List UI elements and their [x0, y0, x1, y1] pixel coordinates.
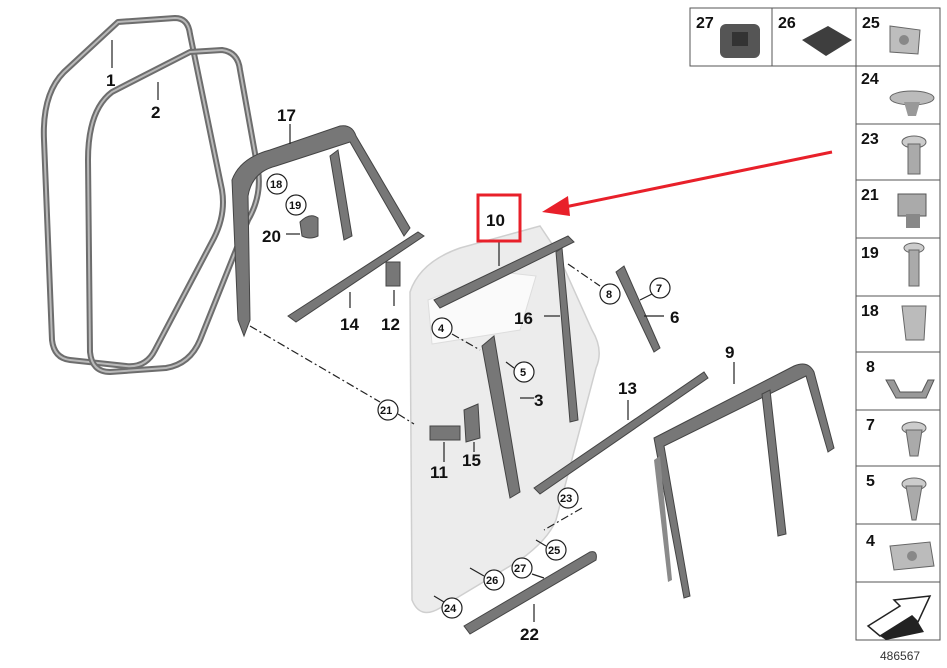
door-seal-1[interactable] [40, 15, 226, 370]
callout-27-circle: 27 [511, 557, 533, 579]
svg-text:5: 5 [866, 473, 875, 490]
svg-text:25: 25 [862, 15, 880, 32]
svg-text:19: 19 [861, 245, 879, 262]
fastener-4[interactable]: 4 [866, 533, 935, 571]
svg-text:7: 7 [656, 283, 662, 295]
callout-26-circle: 26 [483, 569, 505, 591]
svg-text:23: 23 [861, 131, 879, 148]
svg-text:21: 21 [380, 405, 392, 417]
svg-text:23: 23 [560, 493, 572, 505]
frame-9[interactable] [653, 363, 835, 599]
fastener-7[interactable]: 7 [866, 417, 927, 457]
callout-9: 9 [725, 343, 734, 362]
fastener-25[interactable]: 25 [862, 15, 921, 55]
svg-text:21: 21 [861, 187, 879, 204]
callout-19-circle: 19 [285, 194, 307, 216]
svg-text:26: 26 [486, 575, 498, 587]
sill-22[interactable] [463, 551, 597, 635]
highlight-box-10 [476, 193, 522, 243]
svg-text:24: 24 [444, 603, 457, 615]
callout-6: 6 [670, 308, 679, 327]
callout-22: 22 [520, 625, 539, 644]
strip-13[interactable] [533, 371, 709, 495]
channel-14[interactable] [287, 231, 425, 323]
callout-4-circle: 4 [431, 317, 453, 339]
callout-23-circle: 23 [557, 487, 579, 509]
svg-text:4: 4 [866, 533, 875, 550]
red-pointer-arrow [542, 150, 833, 216]
fastener-21[interactable]: 21 [861, 187, 927, 228]
svg-text:18: 18 [270, 179, 282, 191]
fastener-19[interactable]: 19 [861, 242, 925, 287]
seal-10[interactable] [433, 235, 575, 309]
fastener-5[interactable]: 5 [866, 473, 927, 521]
callout-15: 15 [462, 451, 481, 470]
fastener-26[interactable]: 26 [778, 15, 852, 56]
svg-text:8: 8 [606, 289, 612, 301]
svg-text:18: 18 [861, 303, 879, 320]
callout-12: 12 [381, 315, 400, 334]
callout-13: 13 [618, 379, 637, 398]
orientation-arrow-icon [866, 595, 932, 640]
callout-18-circle: 18 [266, 173, 288, 195]
callout-17: 17 [277, 106, 296, 125]
window-frame-17[interactable] [231, 125, 411, 338]
channel-16[interactable] [555, 247, 579, 423]
fastener-23[interactable]: 23 [861, 131, 927, 175]
diagram-id: 486567 [880, 649, 920, 663]
svg-text:4: 4 [438, 323, 445, 335]
svg-text:7: 7 [866, 417, 875, 434]
door-seal-2[interactable] [85, 47, 262, 375]
callout-2: 2 [151, 103, 160, 122]
trim-6[interactable] [615, 265, 661, 353]
fastener-27[interactable]: 27 [696, 15, 760, 58]
handle-11[interactable] [429, 425, 461, 441]
callout-11: 11 [430, 463, 448, 482]
clip-20[interactable] [299, 215, 319, 239]
callout-10: 10 [486, 211, 505, 230]
svg-text:19: 19 [289, 200, 301, 212]
callout-21-circle: 21 [377, 399, 399, 421]
fastener-8[interactable]: 8 [866, 359, 935, 399]
pillar-trim-3[interactable] [481, 335, 521, 499]
svg-text:8: 8 [866, 359, 875, 376]
callout-24-circle: 24 [441, 597, 463, 619]
callout-14: 14 [340, 315, 359, 334]
callout-5-circle: 5 [513, 361, 535, 383]
svg-text:25: 25 [548, 545, 560, 557]
callout-7-circle: 7 [649, 277, 671, 299]
bracket-15[interactable] [463, 403, 481, 443]
callout-16: 16 [514, 309, 533, 328]
bracket-12[interactable] [385, 261, 401, 287]
callout-25-circle: 25 [545, 539, 567, 561]
callout-20: 20 [262, 227, 281, 246]
fastener-18[interactable]: 18 [861, 303, 927, 341]
svg-text:24: 24 [861, 71, 879, 88]
fastener-24[interactable]: 24 [861, 71, 935, 116]
callout-8-circle: 8 [599, 283, 621, 305]
svg-text:27: 27 [696, 15, 714, 32]
svg-text:26: 26 [778, 15, 796, 32]
callout-3: 3 [534, 391, 543, 410]
svg-text:5: 5 [520, 367, 526, 379]
callout-1: 1 [106, 71, 115, 90]
svg-text:27: 27 [514, 563, 526, 575]
